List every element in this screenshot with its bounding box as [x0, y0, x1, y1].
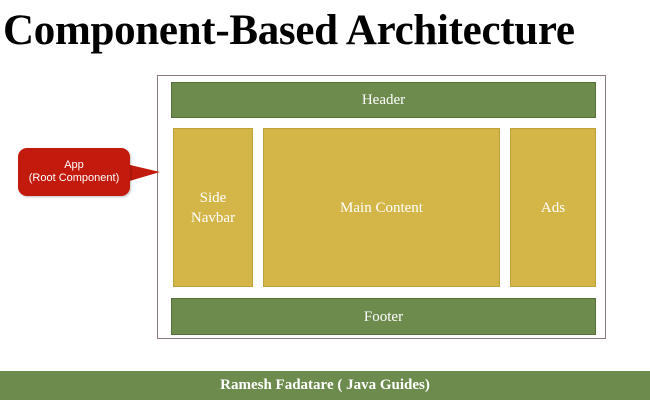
footer-component: Footer	[171, 298, 596, 335]
side-navbar-label: Side Navbar	[191, 188, 235, 228]
side-navbar-label-line2: Navbar	[190, 209, 236, 226]
callout-sublabel: (Root Component)	[28, 172, 120, 184]
slide-title: Component-Based Architecture	[3, 7, 575, 54]
footer-label: Footer	[363, 308, 404, 325]
header-label: Header	[361, 92, 406, 108]
author-footer-bar: Ramesh Fadatare ( Java Guides)	[0, 371, 650, 400]
header-component: Header	[171, 82, 596, 118]
author-credit: Ramesh Fadatare ( Java Guides)	[220, 377, 430, 393]
main-content-component: Main Content	[263, 128, 500, 287]
ads-component: Ads	[510, 128, 596, 287]
app-root-callout: App (Root Component)	[18, 148, 130, 196]
side-navbar-component: Side Navbar	[173, 128, 253, 287]
callout-label: App	[64, 159, 84, 171]
main-content-label: Main Content	[340, 199, 423, 216]
side-navbar-label-line1: Side	[199, 189, 227, 206]
ads-label: Ads	[540, 199, 566, 216]
